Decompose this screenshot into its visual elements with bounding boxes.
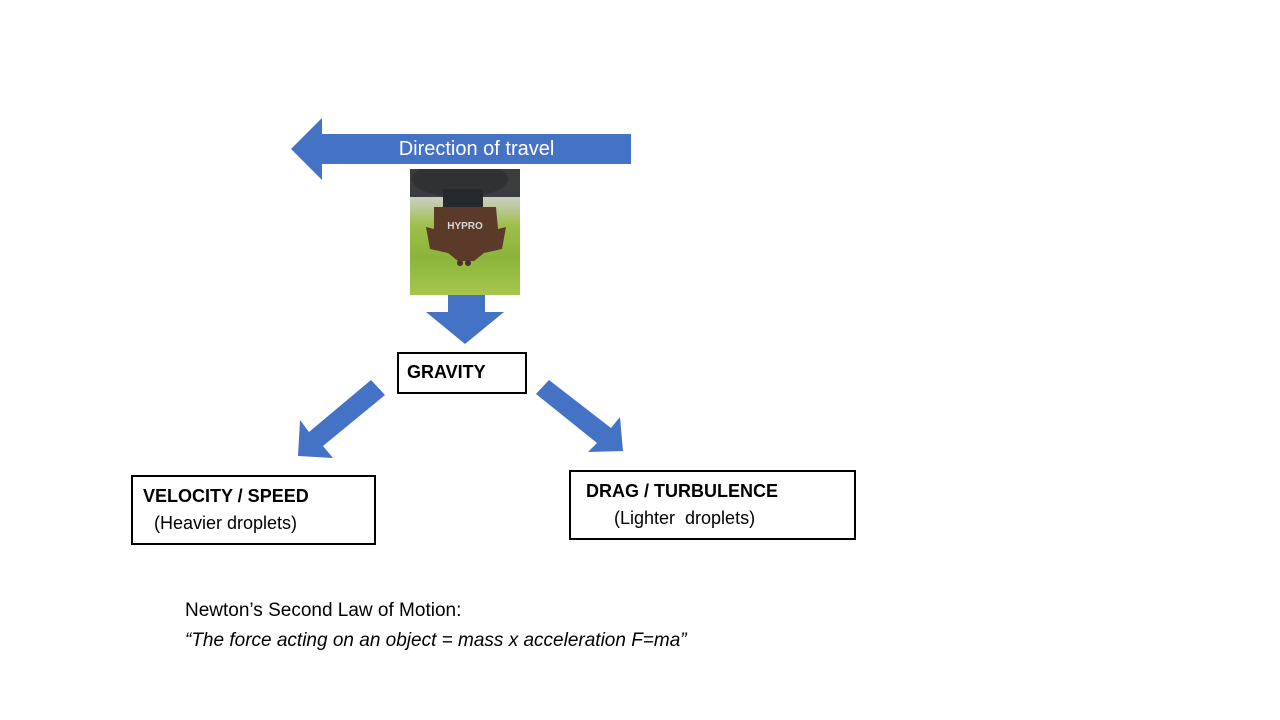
spray-nozzle-photo: HYPRO [410,169,520,295]
direction-of-travel-label: Direction of travel [398,138,555,160]
law-quote: “The force acting on an object = mass x … [185,630,687,651]
velocity-subtitle: (Heavier droplets) [154,513,298,533]
drag-diagonal-arrow [536,380,623,452]
gravity-box: GRAVITY [397,352,527,394]
drag-title: DRAG / TURBULENCE [586,481,778,501]
law-title: Newton’s Second Law of Motion: [185,600,462,621]
velocity-box: VELOCITY / SPEED (Heavier droplets) [131,475,376,545]
direction-of-travel-arrow [291,118,631,180]
drag-box: DRAG / TURBULENCE (Lighter droplets) [569,470,856,540]
velocity-diagonal-arrow [298,380,385,458]
nozzle-image: HYPRO [410,169,520,266]
drag-subtitle: (Lighter droplets) [614,508,756,528]
gravity-label: GRAVITY [407,362,486,382]
hypro-logo: HYPRO [447,221,483,232]
velocity-title: VELOCITY / SPEED [143,486,309,506]
